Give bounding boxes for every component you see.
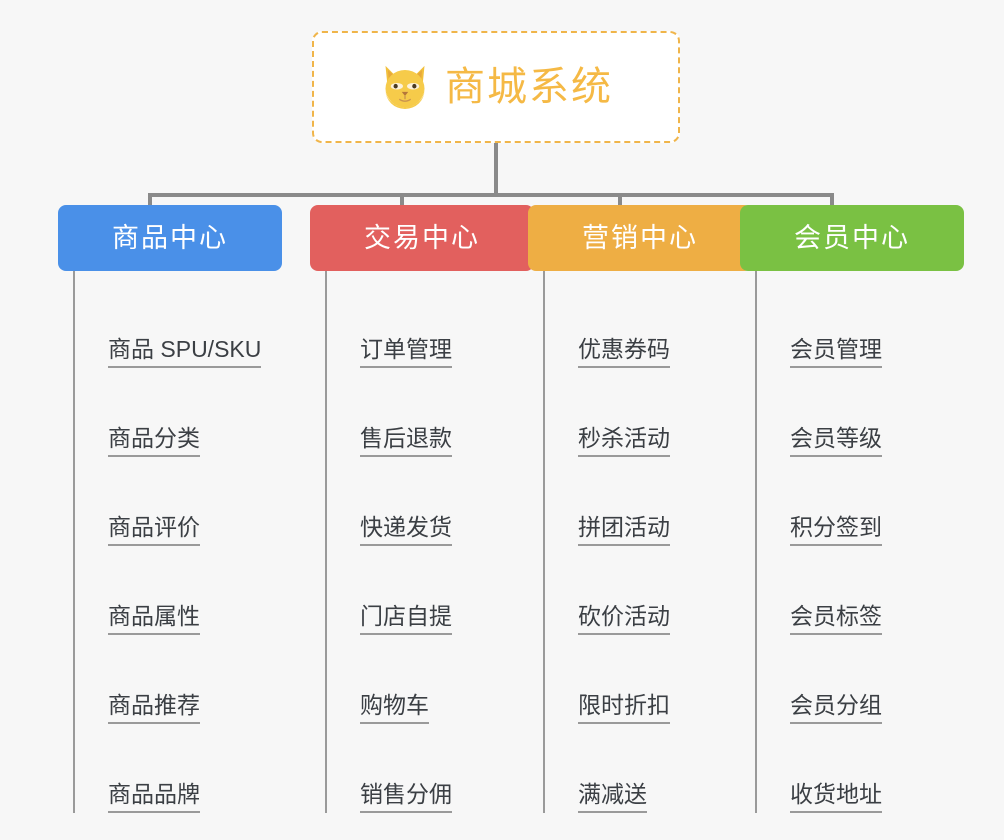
leaf-list: 优惠券码秒杀活动拼团活动砍价活动限时折扣满减送: [543, 271, 752, 813]
leaf-item[interactable]: 秒杀活动: [545, 368, 752, 457]
leaf-label: 拼团活动: [578, 513, 670, 540]
leaf-item[interactable]: 拼团活动: [545, 457, 752, 546]
connector-horizontal-bus: [148, 193, 834, 197]
leaf-underline: 门店自提: [360, 603, 452, 635]
leaf-item[interactable]: 销售分佣: [327, 724, 534, 813]
leaf-underline: 商品推荐: [108, 692, 200, 724]
leaf-underline: 会员分组: [790, 692, 882, 724]
category-box-4[interactable]: 会员中心: [740, 205, 964, 271]
category-box-2[interactable]: 交易中心: [310, 205, 534, 271]
connector-drop-1: [148, 193, 152, 211]
leaf-item[interactable]: 优惠券码: [545, 279, 752, 368]
leaf-item[interactable]: 满减送: [545, 724, 752, 813]
connector-root-stem: [494, 143, 498, 196]
leaf-item[interactable]: 会员标签: [757, 546, 964, 635]
category-label: 交易中心: [364, 222, 480, 253]
leaf-underline: 商品评价: [108, 514, 200, 546]
leaf-label: 砍价活动: [578, 602, 670, 629]
category-label: 会员中心: [794, 222, 910, 253]
leaf-underline: 收货地址: [790, 781, 882, 813]
leaf-item[interactable]: 积分签到: [757, 457, 964, 546]
leaf-item[interactable]: 商品推荐: [75, 635, 282, 724]
leaf-list: 订单管理售后退款快递发货门店自提购物车销售分佣: [325, 271, 534, 813]
leaf-label: 快递发货: [360, 513, 452, 540]
leaf-underline: 秒杀活动: [578, 425, 670, 457]
category-label: 营销中心: [582, 222, 698, 253]
leaf-item[interactable]: 会员管理: [757, 279, 964, 368]
leaf-label: 商品分类: [108, 424, 200, 451]
leaf-label: 订单管理: [360, 335, 452, 362]
leaf-underline: 商品属性: [108, 603, 200, 635]
leaf-underline: 售后退款: [360, 425, 452, 457]
leaf-item[interactable]: 商品属性: [75, 546, 282, 635]
leaf-item[interactable]: 砍价活动: [545, 546, 752, 635]
category-label: 商品中心: [112, 222, 228, 253]
leaf-label: 商品评价: [108, 513, 200, 540]
leaf-label: 秒杀活动: [578, 424, 670, 451]
leaf-item[interactable]: 商品品牌: [75, 724, 282, 813]
leaf-label: 销售分佣: [360, 780, 452, 807]
root-title: 商城系统: [445, 65, 613, 109]
leaf-label: 会员管理: [790, 335, 882, 362]
leaf-item[interactable]: 订单管理: [327, 279, 534, 368]
leaf-underline: 会员管理: [790, 336, 882, 368]
branch-column-4: 会员中心会员管理会员等级积分签到会员标签会员分组收货地址: [740, 205, 964, 813]
leaf-item[interactable]: 门店自提: [327, 546, 534, 635]
leaf-underline: 购物车: [360, 692, 429, 724]
category-box-3[interactable]: 营销中心: [528, 205, 752, 271]
leaf-item[interactable]: 售后退款: [327, 368, 534, 457]
branch-column-1: 商品中心商品 SPU/SKU 商品分类商品评价商品属性商品推荐商品品牌: [58, 205, 282, 813]
leaf-label: 收货地址: [790, 780, 882, 807]
leaf-underline: 会员等级: [790, 425, 882, 457]
leaf-label: 优惠券码: [578, 335, 670, 362]
leaf-list: 商品 SPU/SKU 商品分类商品评价商品属性商品推荐商品品牌: [73, 271, 282, 813]
leaf-label: 会员标签: [790, 602, 882, 629]
leaf-underline: 积分签到: [790, 514, 882, 546]
leaf-item[interactable]: 商品 SPU/SKU: [75, 279, 282, 368]
leaf-label: 限时折扣: [578, 691, 670, 718]
leaf-label: 积分签到: [790, 513, 882, 540]
root-node[interactable]: 商城系统: [312, 31, 680, 143]
leaf-item[interactable]: 会员等级: [757, 368, 964, 457]
leaf-item[interactable]: 会员分组: [757, 635, 964, 724]
leaf-label: 满减送: [578, 780, 647, 807]
leaf-underline: 限时折扣: [578, 692, 670, 724]
leaf-label: 商品品牌: [108, 780, 200, 807]
connector-drop-4: [830, 193, 834, 211]
leaf-underline: 商品品牌: [108, 781, 200, 813]
shiba-dog-face-icon: [385, 65, 425, 109]
branch-column-3: 营销中心优惠券码秒杀活动拼团活动砍价活动限时折扣满减送: [528, 205, 752, 813]
connector-drop-3: [618, 193, 622, 211]
leaf-label: 会员分组: [790, 691, 882, 718]
leaf-underline: 优惠券码: [578, 336, 670, 368]
leaf-underline: 商品 SPU/SKU: [108, 335, 262, 368]
leaf-item[interactable]: 快递发货: [327, 457, 534, 546]
leaf-label: 会员等级: [790, 424, 882, 451]
leaf-item[interactable]: 商品评价: [75, 457, 282, 546]
leaf-label: 商品 SPU/SKU: [108, 335, 262, 362]
leaf-underline: 商品分类: [108, 425, 200, 457]
leaf-underline: 销售分佣: [360, 781, 452, 813]
leaf-underline: 快递发货: [360, 514, 452, 546]
leaf-underline: 砍价活动: [578, 603, 670, 635]
leaf-label: 购物车: [360, 691, 429, 718]
connector-drop-2: [400, 193, 404, 211]
leaf-label: 门店自提: [360, 602, 452, 629]
leaf-underline: 满减送: [578, 781, 647, 813]
leaf-item[interactable]: 限时折扣: [545, 635, 752, 724]
leaf-underline: 拼团活动: [578, 514, 670, 546]
leaf-item[interactable]: 购物车: [327, 635, 534, 724]
leaf-underline: 会员标签: [790, 603, 882, 635]
leaf-underline: 订单管理: [360, 336, 452, 368]
leaf-label: 商品属性: [108, 602, 200, 629]
category-box-1[interactable]: 商品中心: [58, 205, 282, 271]
branch-column-2: 交易中心订单管理售后退款快递发货门店自提购物车销售分佣: [310, 205, 534, 813]
leaf-item[interactable]: 商品分类: [75, 368, 282, 457]
leaf-item[interactable]: 收货地址: [757, 724, 964, 813]
leaf-label: 售后退款: [360, 424, 452, 451]
leaf-list: 会员管理会员等级积分签到会员标签会员分组收货地址: [755, 271, 964, 813]
leaf-label: 商品推荐: [108, 691, 200, 718]
